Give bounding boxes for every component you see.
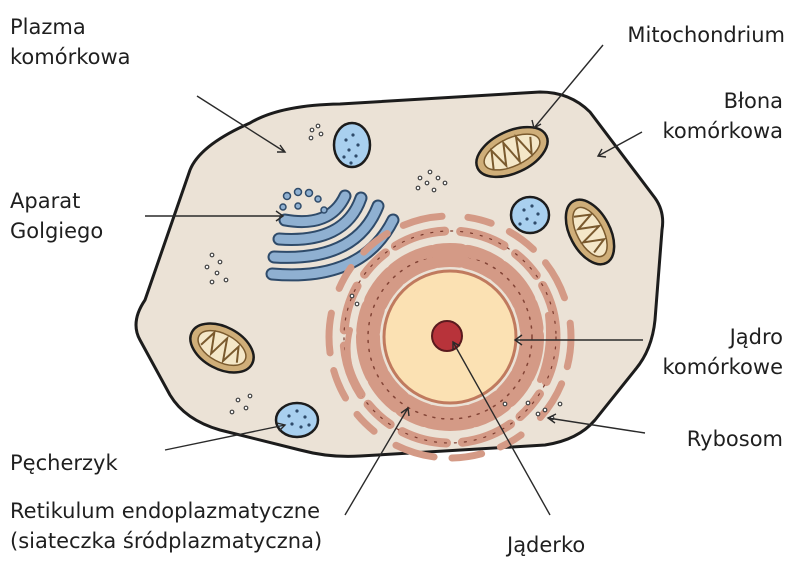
label-blona-line2: komórkowa xyxy=(662,116,783,146)
label-retikulum-line1: Retikulum endoplazmatyczne xyxy=(10,496,322,526)
label-blona-line1: Błona xyxy=(662,86,783,116)
label-aparat-line2: Golgiego xyxy=(10,216,103,246)
label-aparat-line1: Aparat xyxy=(10,186,103,216)
label-mitochondrium: Mitochondrium xyxy=(627,20,785,50)
label-plazma-line2: komórkowa xyxy=(10,42,131,72)
label-jaderko: Jąderko xyxy=(507,530,585,560)
vesicle-top xyxy=(334,123,370,167)
vesicle-right xyxy=(511,197,549,233)
label-blona-komorkowa: Błona komórkowa xyxy=(662,86,783,146)
label-aparat-golgiego: Aparat Golgiego xyxy=(10,186,103,246)
nucleolus xyxy=(432,321,462,351)
label-pecherzyk: Pęcherzyk xyxy=(10,448,118,478)
label-plazma-komorkowa: Plazma komórkowa xyxy=(10,12,131,72)
label-retikulum: Retikulum endoplazmatyczne (siateczka śr… xyxy=(10,496,322,556)
label-plazma-line1: Plazma xyxy=(10,12,131,42)
label-jadro-komorkowe: Jądro komórkowe xyxy=(662,322,783,382)
vesicle-bottom xyxy=(276,403,318,437)
label-retikulum-line2: (siateczka śródplazmatyczna) xyxy=(10,526,322,556)
label-jadro-line2: komórkowe xyxy=(662,352,783,382)
label-rybosom: Rybosom xyxy=(687,424,783,454)
label-jadro-line1: Jądro xyxy=(662,322,783,352)
